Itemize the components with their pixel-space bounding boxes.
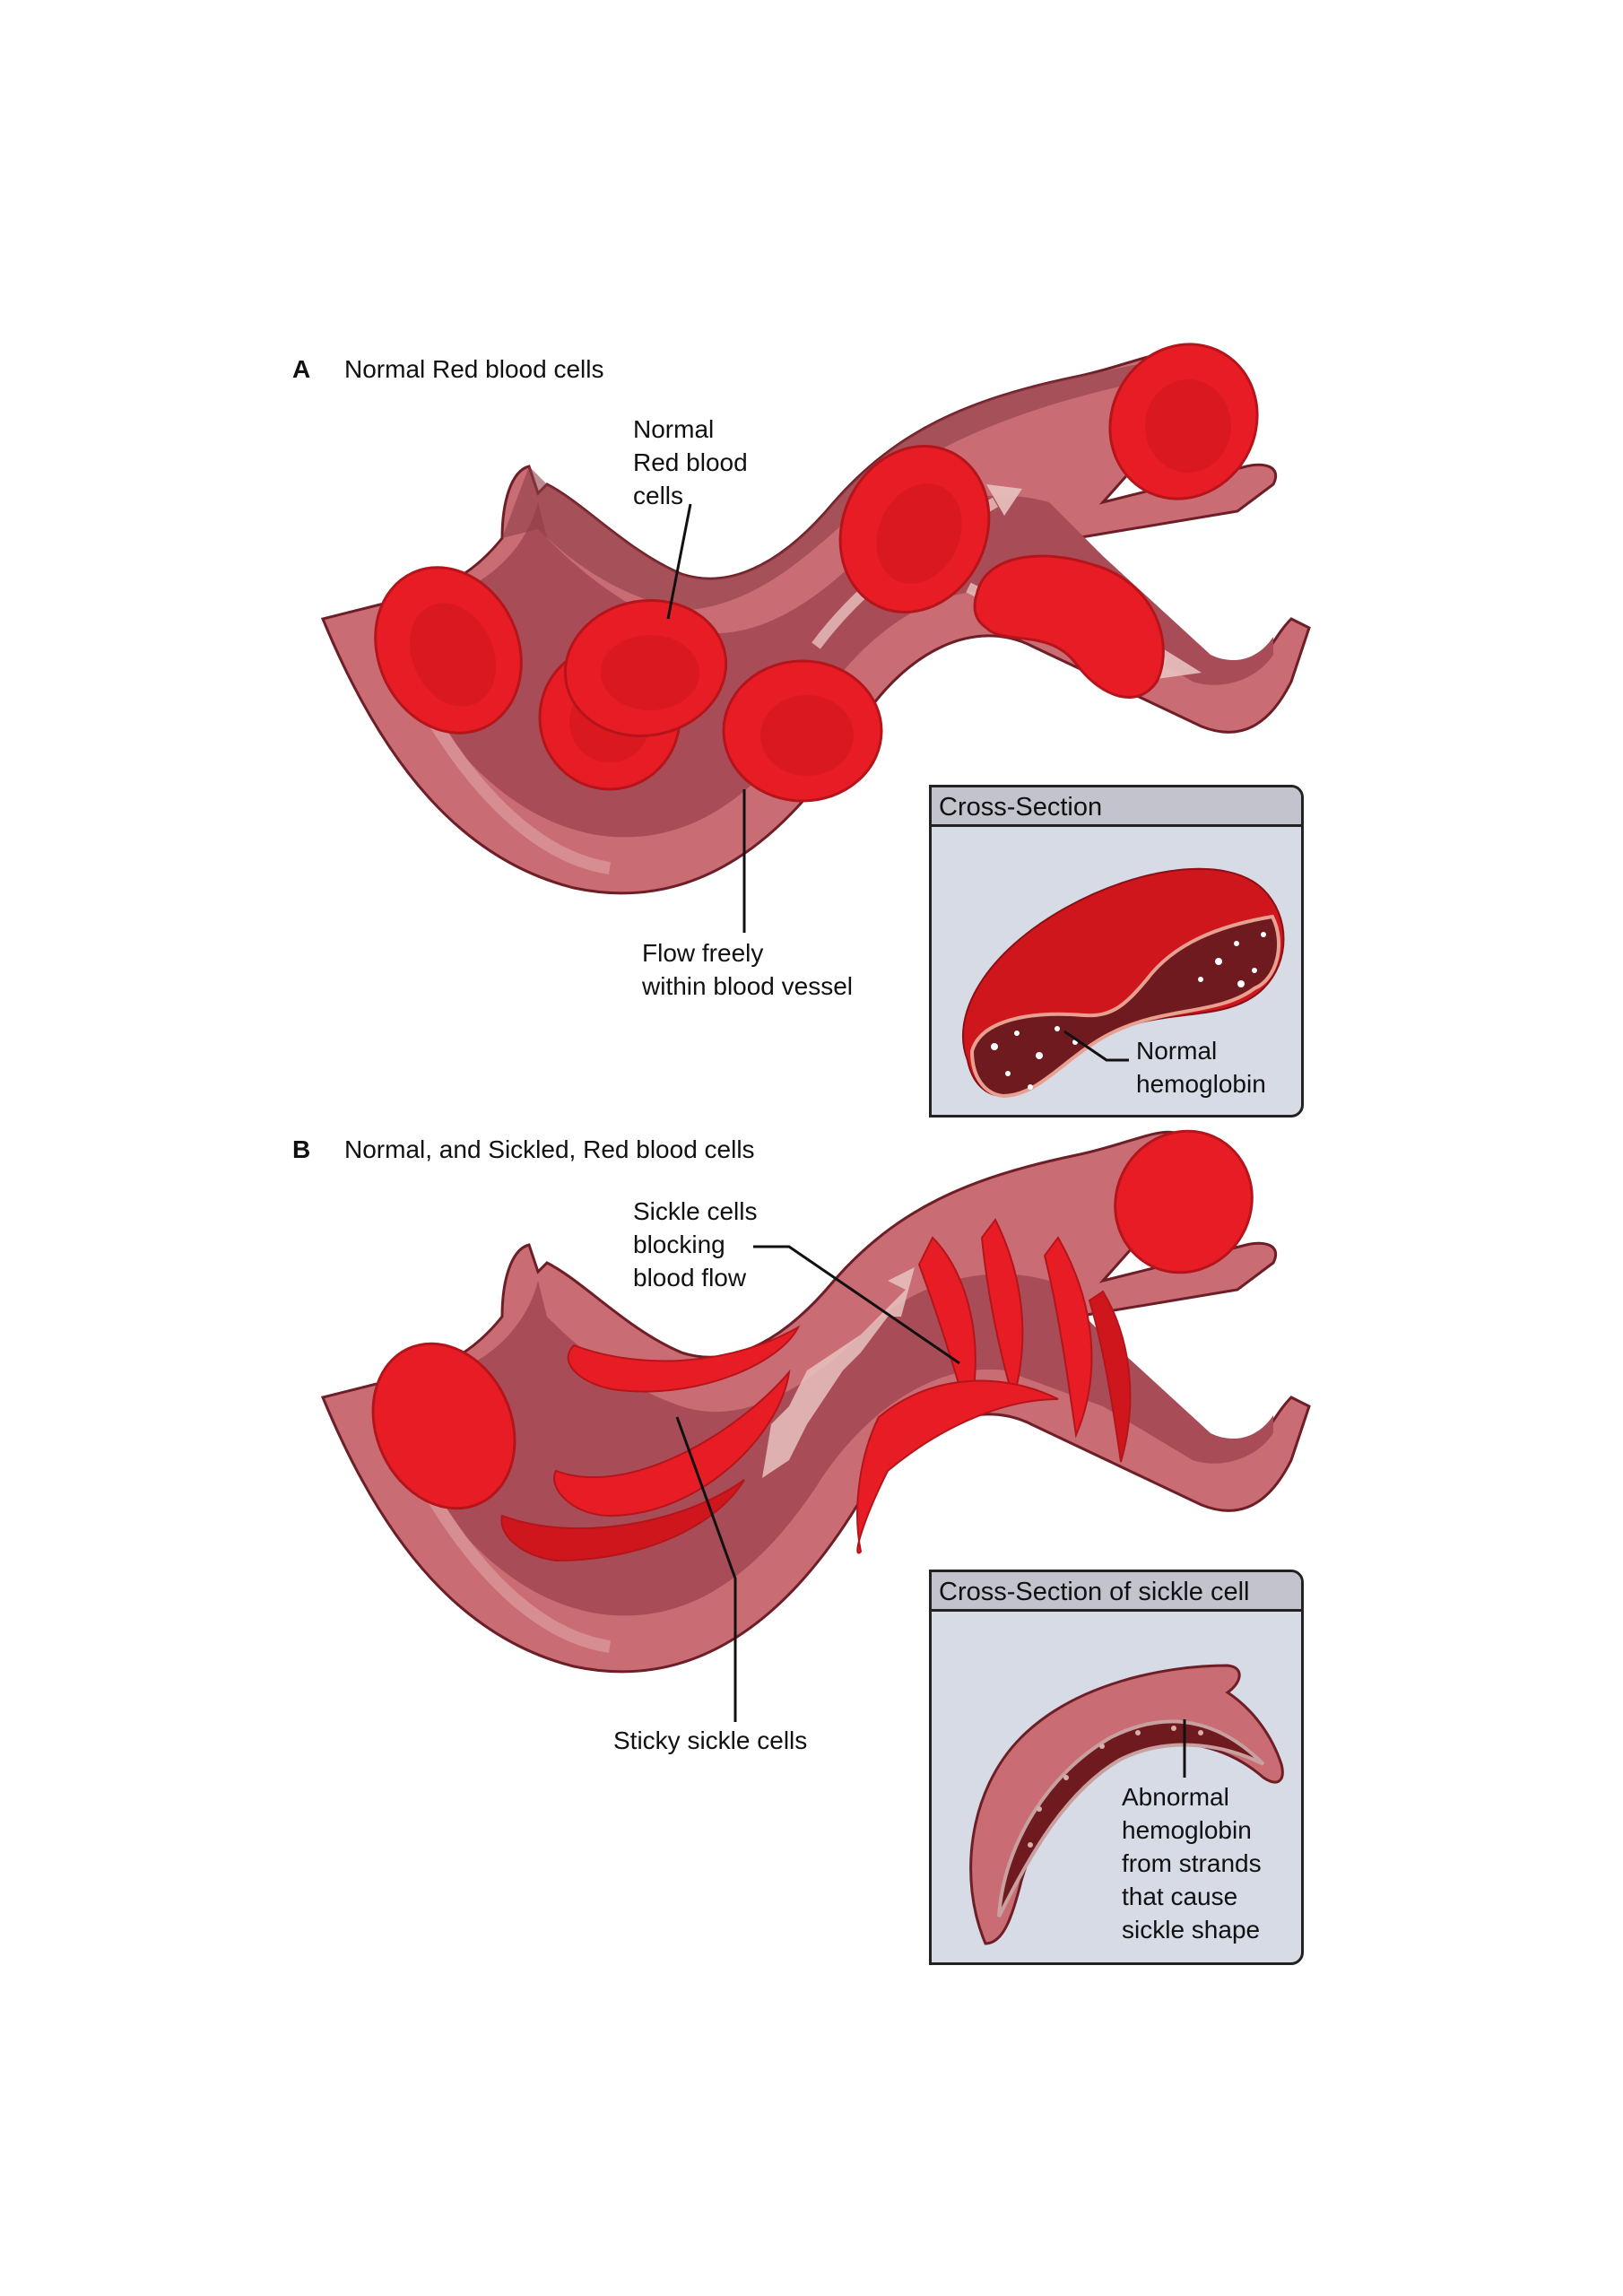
sickle-cell (856, 1379, 1059, 1554)
hemoglobin-dots-sickle (1028, 1726, 1203, 1848)
label-sticky: Sticky sickle cells (613, 1726, 808, 1754)
panel-a-title: Normal Red blood cells (344, 355, 604, 383)
panel-b-letter: B (292, 1135, 311, 1163)
label-flow-freely: Flow freely within blood vessel (642, 939, 854, 1000)
label-blocking: Sickle cells blocking blood flow (633, 1197, 758, 1292)
hemoglobin-dots (991, 932, 1266, 1090)
label-normal-hemoglobin: Normal hemoglobin (1136, 1037, 1266, 1098)
leader-line-sticky (675, 1416, 737, 1722)
panel-b-title: Normal, and Sickled, Red blood cells (344, 1135, 755, 1163)
inset-title: Cross-Section (932, 787, 1301, 827)
rbc (973, 554, 1165, 699)
leader-line-blocking (753, 1245, 960, 1365)
red-blood-cells-a (374, 343, 1259, 803)
hemoglobin-region (997, 1719, 1265, 1918)
sickle-cells (371, 1129, 1254, 1562)
inset-title-sickle: Cross-Section of sickle cell (932, 1572, 1301, 1612)
inset-cross-section-sickle: Cross-Section of sickle cell Abnormal he… (929, 1570, 1304, 1965)
panel-a-letter: A (292, 355, 311, 383)
leader-line-rbc (666, 503, 692, 620)
hemoglobin-region (969, 914, 1280, 1099)
sickle-cell (1088, 1290, 1132, 1463)
sickle-cell (567, 1325, 801, 1393)
label-abnormal-hemoglobin: Abnormal hemoglobin from strands that ca… (1122, 1783, 1262, 1944)
sickle-cell (1043, 1236, 1093, 1439)
sickle-cell-cross-section (969, 1664, 1284, 1945)
rbc (1114, 1129, 1254, 1274)
label-normal-rbc: Normal Red blood cells (633, 415, 748, 509)
sickle-cell (500, 1479, 745, 1562)
rbc (371, 1342, 516, 1510)
normal-cell-cross-section (962, 867, 1285, 1099)
inset-cross-section: Cross-Section Normal hemoglobin (929, 785, 1304, 1118)
sickle-cell (553, 1369, 791, 1518)
